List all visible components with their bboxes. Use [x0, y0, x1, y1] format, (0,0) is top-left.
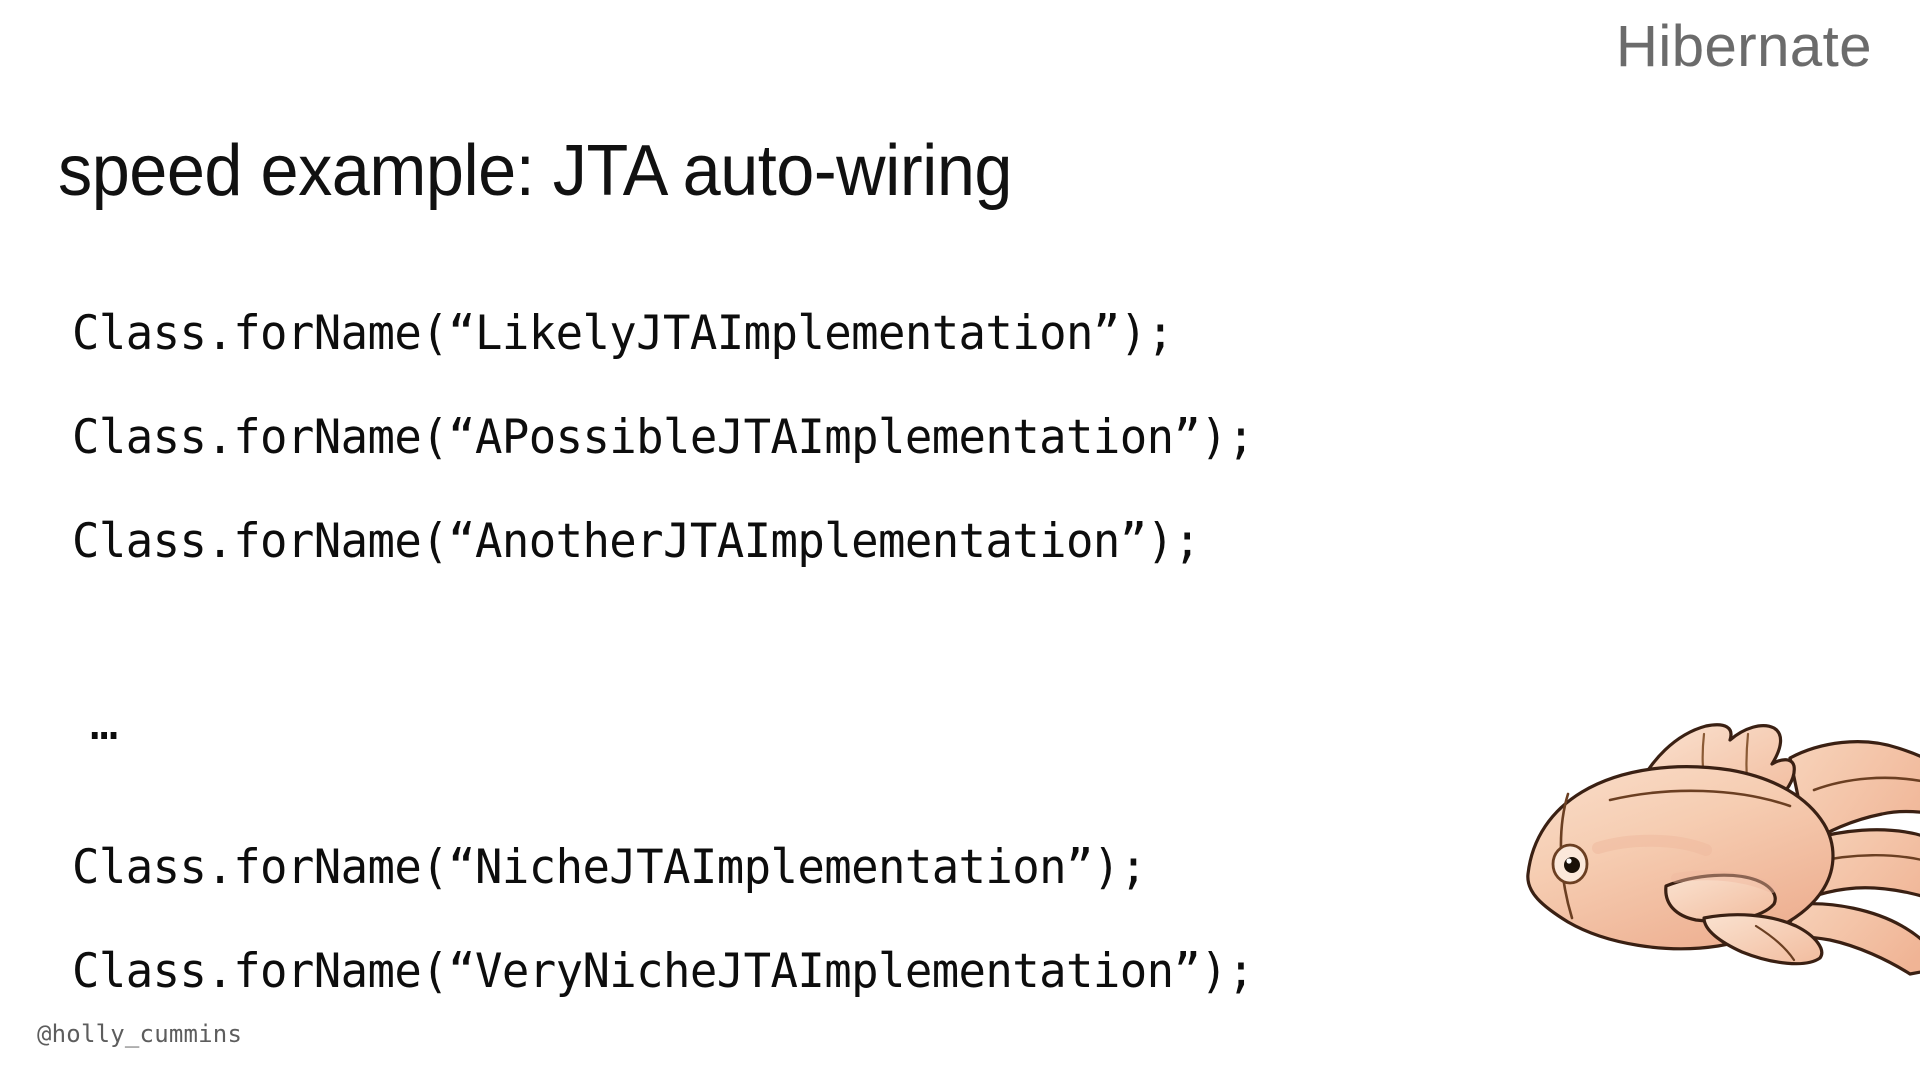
- hibernate-brand-label: Hibernate: [1616, 14, 1872, 79]
- code-line-2: Class.forName(“APossibleJTAImplementatio…: [72, 410, 1255, 465]
- code-line-1: Class.forName(“LikelyJTAImplementation”)…: [72, 306, 1174, 361]
- code-block: Class.forName(“LikelyJTAImplementation”)…: [72, 282, 1572, 1024]
- code-line-5: Class.forName(“VeryNicheJTAImplementatio…: [72, 944, 1255, 999]
- code-line-4: Class.forName(“NicheJTAImplementation”);: [72, 840, 1147, 895]
- page-title: speed example: JTA auto-wiring: [58, 131, 1012, 212]
- code-line-3: Class.forName(“AnotherJTAImplementation”…: [72, 514, 1201, 569]
- code-ellipsis: …: [90, 696, 118, 751]
- code-spacer-lower: [72, 754, 1572, 816]
- code-spacer-upper: [72, 594, 1572, 694]
- author-handle: @holly_cummins: [37, 1020, 243, 1048]
